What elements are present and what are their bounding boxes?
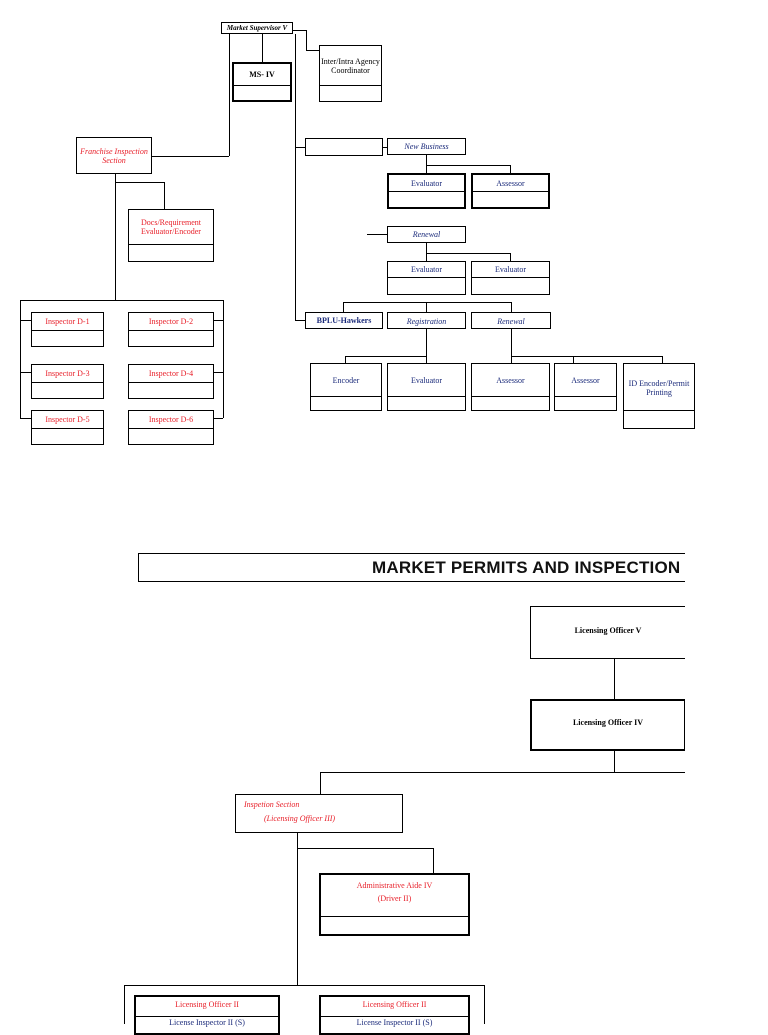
renewal-box: Renewal	[387, 226, 466, 243]
licensing-officer-ii-left-box: Licensing Officer II License Inspector I…	[134, 995, 280, 1035]
docs-evaluator-box: Docs/Requirement Evaluator/Encoder	[128, 209, 214, 262]
licensing-officer-iv-box: Licensing Officer IV	[530, 699, 686, 751]
rn-evaluator-2-label: Evaluator	[494, 265, 527, 274]
market-supervisor-label: Market Supervisor V	[226, 24, 288, 32]
inspector-d4-box: Inspector D-4	[128, 364, 214, 399]
inspection-section-box: Inspetion Section (Licensing Officer III…	[235, 794, 403, 833]
hw-assessor-2-box: Assessor	[554, 363, 617, 411]
ms-iv-label: MS- IV	[249, 70, 275, 79]
market-supervisor-box: Market Supervisor V	[221, 22, 293, 34]
chart-title-box: MARKET PERMITS AND INSPECTION	[138, 553, 698, 582]
licensing-officer-ii-right-label: Licensing Officer II	[362, 1000, 427, 1009]
bplu-hawkers-box: BPLU-Hawkers	[305, 312, 383, 329]
inspector-d2-label: Inspector D-2	[148, 317, 194, 326]
hawkers-renewal-box: Renewal	[471, 312, 551, 329]
inspector-d5-label: Inspector D-5	[45, 415, 90, 424]
inspector-d6-box: Inspector D-6	[128, 410, 214, 445]
inspector-d6-label: Inspector D-6	[148, 415, 194, 424]
rn-evaluator-1-box: Evaluator	[387, 261, 466, 295]
hw-assessor-1-label: Assessor	[496, 376, 525, 385]
encoder-label: Encoder	[332, 376, 360, 385]
inspector-d1-box: Inspector D-1	[31, 312, 104, 347]
reg-evaluator-box: Evaluator	[387, 363, 466, 411]
inspector-d3-box: Inspector D-3	[31, 364, 104, 399]
licensing-officer-ii-left-label: Licensing Officer II	[175, 1000, 239, 1009]
rn-evaluator-1-label: Evaluator	[410, 265, 443, 274]
franchise-section-label: Franchise Inspection Section	[80, 147, 148, 165]
licensing-officer-iv-label: Licensing Officer IV	[572, 718, 644, 727]
blank-box	[305, 138, 383, 156]
franchise-section-box: Franchise Inspection Section	[76, 137, 152, 174]
rn-evaluator-2-box: Evaluator	[471, 261, 550, 295]
new-business-box: New Business	[387, 138, 466, 155]
admin-aide-box: Administrative Aide IV (Driver II)	[319, 873, 470, 936]
id-encoder-label: ID Encoder/Permit Printing	[628, 379, 690, 397]
nb-assessor-label: Assessor	[496, 179, 525, 188]
ms-iv-box: MS- IV	[232, 62, 292, 102]
inspector-d2-box: Inspector D-2	[128, 312, 214, 347]
inter-agency-box: Inter/Intra Agency Coordinator	[319, 45, 382, 102]
docs-evaluator-label: Docs/Requirement Evaluator/Encoder	[141, 218, 201, 236]
inspection-section-label: Inspetion Section	[244, 800, 300, 809]
hw-assessor-2-label: Assessor	[571, 376, 600, 385]
registration-box: Registration	[387, 312, 466, 329]
reg-evaluator-label: Evaluator	[410, 376, 443, 385]
id-encoder-box: ID Encoder/Permit Printing	[623, 363, 695, 429]
hawkers-renewal-label: Renewal	[497, 317, 525, 326]
inspector-d1-label: Inspector D-1	[45, 317, 90, 326]
chart-title: MARKET PERMITS AND INSPECTION	[372, 558, 681, 577]
licensing-officer-v-label: Licensing Officer V	[574, 626, 642, 635]
inspector-d5-box: Inspector D-5	[31, 410, 104, 445]
nb-assessor-box: Assessor	[471, 173, 550, 209]
admin-aide-sub: (Driver II)	[377, 894, 412, 903]
license-inspector-right-label: License Inspector II (S)	[356, 1018, 433, 1027]
inter-agency-label: Inter/Intra Agency Coordinator	[321, 57, 380, 75]
new-business-label: New Business	[404, 142, 449, 151]
nb-evaluator-label: Evaluator	[410, 179, 443, 188]
license-inspector-left-label: License Inspector II (S)	[169, 1018, 245, 1027]
licensing-officer-v-box: Licensing Officer V	[530, 606, 686, 659]
nb-evaluator-box: Evaluator	[387, 173, 466, 209]
registration-label: Registration	[406, 317, 447, 326]
admin-aide-label: Administrative Aide IV	[356, 881, 433, 890]
bplu-hawkers-label: BPLU-Hawkers	[316, 316, 372, 325]
inspector-d4-label: Inspector D-4	[148, 369, 194, 378]
inspection-section-sub: (Licensing Officer III)	[264, 814, 336, 823]
inspector-d3-label: Inspector D-3	[45, 369, 90, 378]
renewal-label: Renewal	[412, 230, 441, 239]
licensing-officer-ii-right-box: Licensing Officer II License Inspector I…	[319, 995, 470, 1035]
hw-assessor-1-box: Assessor	[471, 363, 550, 411]
encoder-box: Encoder	[310, 363, 382, 411]
